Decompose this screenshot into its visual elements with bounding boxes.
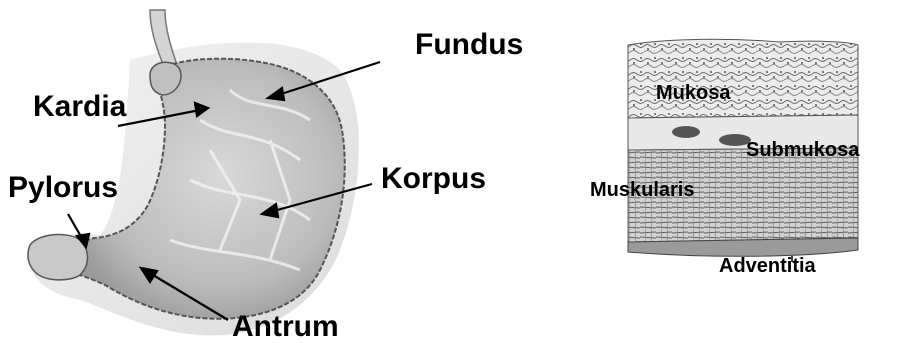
- mukosa-label: Mukosa: [656, 83, 730, 103]
- submucosa-vessel: [672, 126, 700, 138]
- submukosa-label: Submukosa: [746, 140, 859, 160]
- antrum-label: Antrum: [232, 312, 339, 342]
- fundus-label: Fundus: [415, 30, 523, 60]
- muskularis-label: Muskularis: [590, 180, 694, 200]
- pylorus-label: Pylorus: [8, 173, 118, 203]
- mucosa-layer: [628, 39, 858, 118]
- pylorus-sphincter: [28, 235, 88, 280]
- korpus-label: Korpus: [381, 164, 486, 194]
- adventitia-label: Adventitia: [719, 256, 816, 276]
- kardia-label: Kardia: [33, 92, 126, 122]
